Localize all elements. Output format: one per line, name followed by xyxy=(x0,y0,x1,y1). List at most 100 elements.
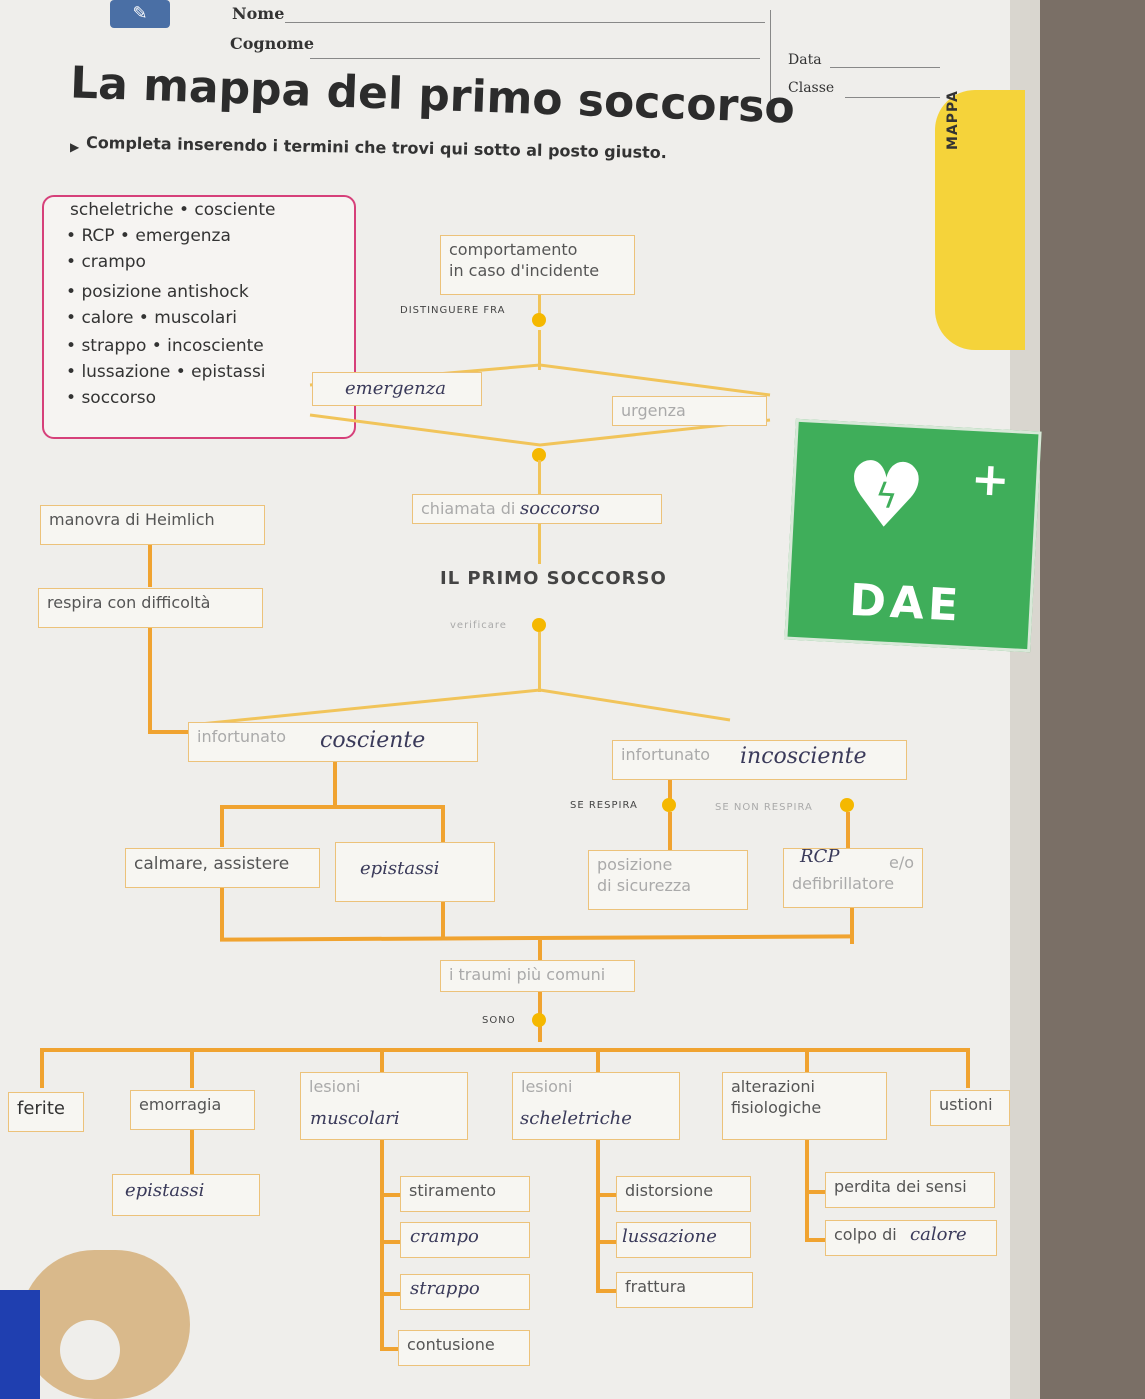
nome-line[interactable] xyxy=(285,22,765,23)
box-colpo-di[interactable]: colpo di xyxy=(825,1220,997,1256)
box-blank-1[interactable] xyxy=(312,372,482,406)
handwritten-scheletriche: scheletriche xyxy=(520,1108,632,1129)
connector xyxy=(190,1130,194,1174)
label-distinguere: DISTINGUERE FRA xyxy=(400,305,506,316)
data-line[interactable] xyxy=(830,67,940,68)
handwritten-muscolari: muscolari xyxy=(310,1108,400,1129)
instruction: Completa inserendo i termini che trovi q… xyxy=(85,132,667,163)
connector xyxy=(538,940,542,960)
box-stiramento: stiramento xyxy=(400,1176,530,1212)
cognome-line[interactable] xyxy=(310,58,760,59)
label-se-respira: SE RESPIRA xyxy=(570,800,638,811)
box-blank-crampo[interactable] xyxy=(400,1222,530,1258)
connector xyxy=(148,545,152,587)
box-blank-epistassi-2[interactable] xyxy=(112,1174,260,1216)
dae-label: DAE xyxy=(848,574,964,632)
cognome-label: Cognome xyxy=(230,34,315,53)
handwritten-rcp: RCP xyxy=(800,846,840,867)
box-infortunato-left[interactable]: infortunato xyxy=(188,722,478,762)
yellow-dot xyxy=(532,1013,546,1027)
connector xyxy=(538,524,541,564)
box-emorragia: emorragia xyxy=(130,1090,255,1130)
box-urgenza: urgenza xyxy=(612,396,767,426)
connector xyxy=(596,1193,618,1197)
connector xyxy=(596,1289,618,1293)
box-infortunato-right[interactable]: infortunato xyxy=(612,740,907,780)
word-bank-item: • posizione antishock xyxy=(66,282,249,302)
connector xyxy=(380,1292,402,1296)
word-bank xyxy=(42,195,356,439)
box-blank-strappo[interactable] xyxy=(400,1274,530,1310)
connector xyxy=(596,1240,618,1244)
connector xyxy=(220,805,445,809)
connector xyxy=(668,780,672,810)
box-distorsione: distorsione xyxy=(616,1176,751,1212)
box-ferite: ferite xyxy=(8,1092,84,1132)
connector xyxy=(538,295,541,325)
header-divider xyxy=(770,10,771,100)
connector xyxy=(220,805,224,847)
label-sono: SONO xyxy=(482,1015,516,1026)
box-blank-lussazione[interactable] xyxy=(616,1222,751,1258)
handwritten-incosciente: incosciente xyxy=(740,744,867,769)
yellow-dot xyxy=(532,448,546,462)
connector xyxy=(380,1193,402,1197)
handwritten-calore: calore xyxy=(910,1224,967,1245)
pencil-icon: ✎ xyxy=(110,0,170,28)
word-bank-item: • strappo • incosciente xyxy=(66,336,264,356)
label-se-non-respira: SE NON RESPIRA xyxy=(715,802,813,813)
connector xyxy=(805,1048,809,1073)
connector xyxy=(333,762,337,807)
connector xyxy=(148,628,152,732)
box-calmare: calmare, assistere xyxy=(125,848,320,888)
connector xyxy=(596,1048,600,1073)
word-bank-item: • lussazione • epistassi xyxy=(66,362,266,382)
page-title: La mappa del primo soccorso xyxy=(69,57,796,134)
handwritten-epistassi: epistassi xyxy=(360,858,440,879)
connector xyxy=(538,460,541,500)
connector xyxy=(40,1048,970,1052)
connector xyxy=(380,1240,402,1244)
connector xyxy=(441,902,445,938)
box-lesioni-scheletriche[interactable]: lesioni xyxy=(512,1072,680,1140)
handwritten-lussazione: lussazione xyxy=(622,1226,717,1247)
yellow-dot xyxy=(662,798,676,812)
center-title: IL PRIMO SOCCORSO xyxy=(440,568,667,589)
nome-label: Nome xyxy=(232,4,285,23)
connector xyxy=(538,330,541,370)
connector xyxy=(380,1347,402,1351)
lightning-icon: ϟ xyxy=(873,475,899,518)
data-label: Data xyxy=(788,52,822,68)
connector xyxy=(40,1048,44,1088)
bandage-hole xyxy=(60,1320,120,1380)
handwritten-crampo: crampo xyxy=(410,1226,479,1247)
connector xyxy=(668,812,672,850)
handwritten-strappo: strappo xyxy=(410,1278,480,1299)
page-shadow-right xyxy=(1030,0,1145,1399)
box-lesioni-muscolari[interactable]: lesioni xyxy=(300,1072,468,1140)
side-tab xyxy=(935,90,1025,350)
connector xyxy=(805,1238,827,1242)
connector xyxy=(596,1140,600,1292)
yellow-dot xyxy=(532,313,546,327)
classe-line[interactable] xyxy=(845,97,940,98)
box-ustioni: ustioni xyxy=(930,1090,1010,1126)
label-verifica: verificare xyxy=(450,620,507,631)
handwritten-soccorso: soccorso xyxy=(520,498,600,519)
box-traumi: i traumi più comuni xyxy=(440,960,635,992)
box-blank-epistassi[interactable] xyxy=(335,842,495,902)
word-bank-item: scheletriche • cosciente xyxy=(70,200,276,220)
yellow-dot xyxy=(532,618,546,632)
connector xyxy=(846,812,850,850)
plus-icon: + xyxy=(969,450,1011,507)
connector xyxy=(190,1048,194,1088)
instruction-arrow-icon: ▶ xyxy=(70,140,80,154)
box-chiamata[interactable]: chiamata di xyxy=(412,494,662,524)
yellow-dot xyxy=(840,798,854,812)
connector xyxy=(380,1140,384,1350)
box-heimlich: manovra di Heimlich xyxy=(40,505,265,545)
box-perdita-sensi: perdita dei sensi xyxy=(825,1172,995,1208)
